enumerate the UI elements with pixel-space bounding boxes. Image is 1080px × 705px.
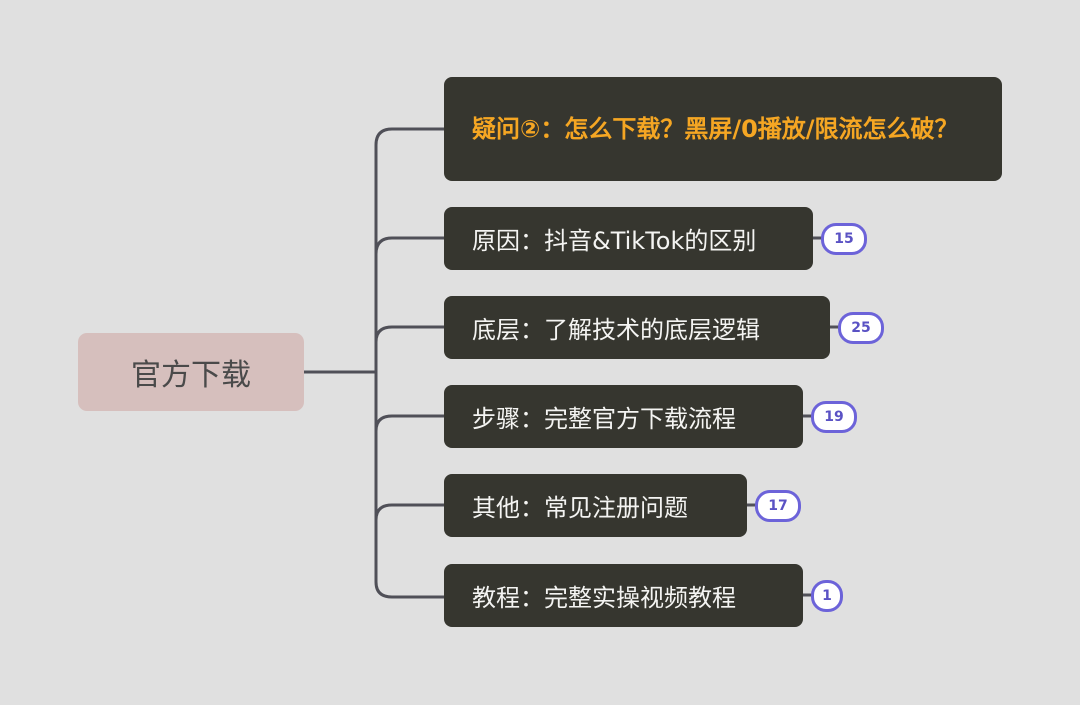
topic-node-other[interactable]: 其他：常见注册问题 <box>444 474 747 537</box>
count-badge[interactable]: 1 <box>811 580 843 612</box>
count-badge[interactable]: 19 <box>811 401 857 433</box>
topic-node-underlying[interactable]: 底层：了解技术的底层逻辑 <box>444 296 830 359</box>
topic-label: 步骤：完整官方下载流程 <box>472 405 736 433</box>
topic-label: 教程：完整实操视频教程 <box>472 584 736 612</box>
topic-label: 原因：抖音&TikTok的区别 <box>472 227 757 255</box>
badge-count: 1 <box>822 588 832 604</box>
count-badge[interactable]: 17 <box>755 490 801 522</box>
topic-label: 疑问②：怎么下载？黑屏/0播放/限流怎么破？ <box>472 115 959 143</box>
topic-label: 其他：常见注册问题 <box>472 494 688 522</box>
topic-node-tutorial[interactable]: 教程：完整实操视频教程 <box>444 564 803 627</box>
topic-node-reason[interactable]: 原因：抖音&TikTok的区别 <box>444 207 813 270</box>
badge-count: 25 <box>851 320 871 336</box>
topic-node-question[interactable]: 疑问②：怎么下载？黑屏/0播放/限流怎么破？ <box>444 77 1002 181</box>
root-node-official-download[interactable]: 官方下载 <box>78 333 304 411</box>
badge-count: 19 <box>824 409 844 425</box>
badge-count: 17 <box>768 498 788 514</box>
badge-count: 15 <box>834 231 854 247</box>
root-node-label: 官方下载 <box>131 358 251 393</box>
topic-label: 底层：了解技术的底层逻辑 <box>472 316 760 344</box>
topic-node-steps[interactable]: 步骤：完整官方下载流程 <box>444 385 803 448</box>
count-badge[interactable]: 25 <box>838 312 884 344</box>
count-badge[interactable]: 15 <box>821 223 867 255</box>
